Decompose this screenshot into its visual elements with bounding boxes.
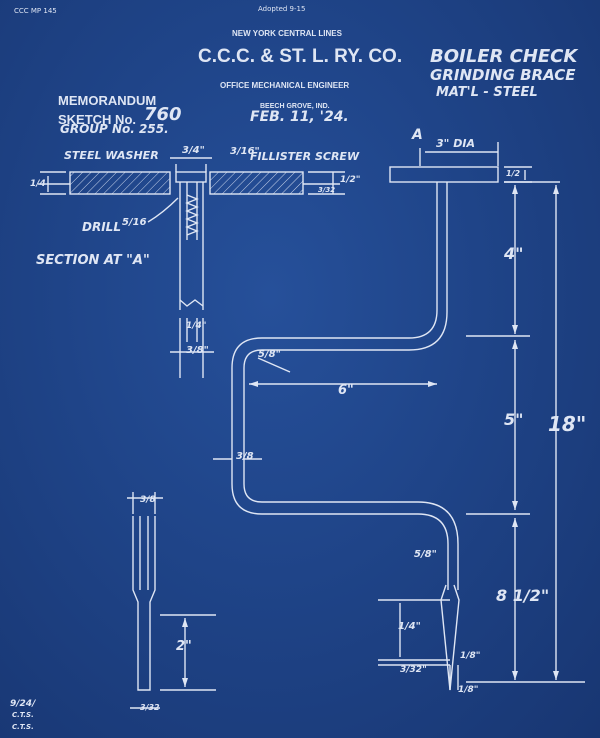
dim-stem: 1/4": [186, 321, 207, 331]
brace-crank-inner: [243, 182, 459, 590]
dim-top: 4": [504, 244, 524, 263]
title-line-2: GRINDING BRACE: [430, 66, 576, 84]
brace-head: [389, 166, 499, 183]
washer-section-right: [209, 171, 304, 195]
memo-heading: MEMORANDUM: [58, 93, 157, 108]
dim-mid: 5": [504, 410, 524, 429]
railroad-name: NEW YORK CENTRAL LINES: [232, 29, 342, 38]
location: BEECH GROVE, IND.: [260, 103, 330, 110]
blade-detail: [132, 516, 156, 691]
dim-side: 1/4: [30, 179, 46, 189]
brace-crank-outer: [231, 182, 449, 590]
dim-blade-tip: 3/32: [140, 703, 160, 712]
dim-shank: 3/8": [186, 345, 209, 356]
drill-label: DRILL: [82, 220, 121, 234]
dim-tip-end: 1/8": [458, 685, 479, 695]
company-name: C.C.C. & ST. L. RY. CO.: [198, 46, 403, 67]
dim-width: 6": [338, 383, 354, 398]
adopted-stamp: Adopted 9-15: [258, 5, 306, 13]
dim-rod: 3/8: [236, 451, 254, 462]
dim-head-thick: 1/2: [506, 169, 521, 178]
dim-blade-length: 2": [176, 639, 192, 654]
dim-tip-width: 1/8": [460, 651, 481, 661]
note-3: C.T.S.: [12, 723, 34, 731]
dim-drill: 5/16: [122, 217, 147, 228]
dim-total: 18": [548, 412, 587, 436]
dim-radius-2: 5/8": [414, 549, 437, 560]
dim-blade-top: 3/8: [140, 495, 156, 505]
note-2: C.T.S.: [12, 711, 34, 719]
form-number: CCC MP 145: [14, 7, 57, 15]
dim-head-dia: 3" DIA: [436, 137, 475, 150]
dim-tip-thick: 3/32": [400, 665, 427, 675]
screw-label: FILLISTER SCREW: [250, 150, 360, 163]
dim-thick: 1/2": [340, 175, 361, 185]
dim-thick2: 3/32: [318, 186, 336, 194]
dim-radius: 5/8": [258, 349, 281, 360]
title-line-1: BOILER CHECK: [430, 46, 578, 67]
screw-thread: [185, 194, 199, 236]
group-number: GROUP No. 255.: [60, 122, 169, 136]
office-name: OFFICE MECHANICAL ENGINEER: [220, 81, 350, 90]
dim-screw-dia: 3/16": [230, 146, 260, 157]
note-1: 9/24/: [10, 699, 36, 709]
dim-bottom: 8 1/2": [496, 586, 550, 605]
sketch-date: FEB. 11, '24.: [250, 109, 349, 125]
dim-taper: 1/4": [398, 621, 421, 632]
title-line-3: MAT'L - STEEL: [436, 85, 538, 100]
section-caption: SECTION AT "A": [36, 253, 150, 268]
label-a: A: [412, 127, 423, 143]
washer-label: STEEL WASHER: [64, 149, 159, 162]
dim-washer-width: 3/4": [182, 145, 205, 156]
sketch-number: 760: [144, 104, 182, 125]
screw-head: [175, 171, 207, 183]
sketch-label: SKETCH No.: [58, 112, 136, 127]
washer-section-left: [69, 171, 171, 195]
